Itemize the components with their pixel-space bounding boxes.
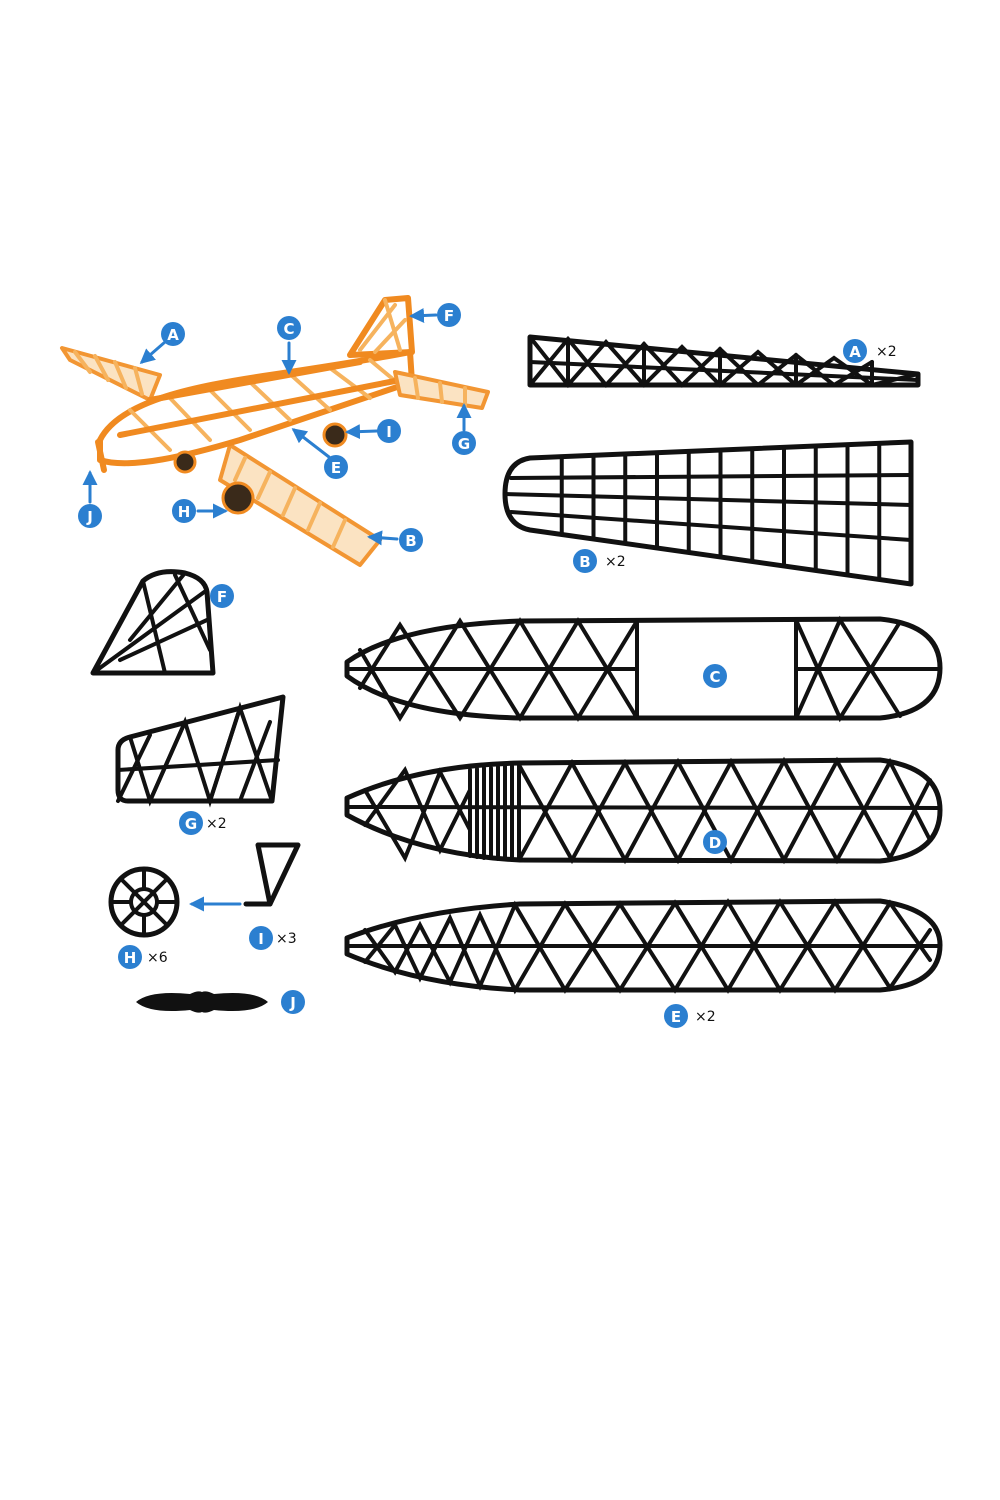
model-propeller bbox=[95, 439, 107, 473]
part-J-label: J bbox=[281, 990, 305, 1014]
part-F-label: F bbox=[210, 584, 234, 608]
svg-text:E: E bbox=[671, 1008, 681, 1026]
model-fuselage bbox=[97, 349, 415, 467]
svg-text:E: E bbox=[331, 459, 341, 477]
model-callout-I: I bbox=[377, 419, 401, 443]
model-callout-F: F bbox=[437, 303, 461, 327]
model-right-wing bbox=[218, 443, 382, 567]
part-D-label: D bbox=[703, 830, 727, 854]
svg-text:B: B bbox=[579, 553, 590, 571]
part-B-label: B ×2 bbox=[573, 549, 626, 573]
svg-text:F: F bbox=[444, 307, 454, 325]
part-F-template bbox=[90, 569, 216, 676]
part-B-template bbox=[502, 439, 914, 587]
svg-text:C: C bbox=[709, 668, 720, 686]
svg-text:×2: ×2 bbox=[206, 816, 227, 832]
svg-text:J: J bbox=[289, 994, 296, 1012]
svg-text:I: I bbox=[386, 423, 392, 441]
assembled-airplane-model bbox=[60, 295, 490, 567]
svg-text:J: J bbox=[86, 508, 93, 526]
svg-text:C: C bbox=[283, 320, 294, 338]
part-I-label: I ×3 bbox=[249, 926, 297, 950]
part-H-label: H ×6 bbox=[118, 945, 168, 969]
model-tail-fin bbox=[347, 295, 415, 358]
svg-text:G: G bbox=[458, 435, 470, 453]
model-tail-stabilizer bbox=[393, 370, 490, 410]
part-E-template bbox=[344, 898, 943, 995]
model-callout-C: C bbox=[277, 316, 301, 340]
svg-text:A: A bbox=[167, 326, 179, 344]
part-G-label: G ×2 bbox=[179, 811, 227, 835]
part-E-label: E ×2 bbox=[664, 1004, 716, 1028]
part-A-template bbox=[527, 334, 921, 389]
svg-text:H: H bbox=[124, 949, 137, 967]
part-H-template bbox=[108, 866, 180, 938]
svg-text:F: F bbox=[217, 588, 227, 606]
model-callout-E: E bbox=[324, 455, 348, 479]
model-callout-B: B bbox=[399, 528, 423, 552]
part-C-label: C bbox=[703, 664, 727, 688]
model-callout-A: A bbox=[161, 322, 185, 346]
svg-text:×3: ×3 bbox=[276, 931, 297, 947]
model-callout-G: G bbox=[452, 431, 476, 455]
part-A-label: A ×2 bbox=[843, 339, 897, 363]
svg-text:B: B bbox=[405, 532, 416, 550]
svg-text:×2: ×2 bbox=[876, 344, 897, 360]
svg-text:×2: ×2 bbox=[605, 554, 626, 570]
model-callout-arrows bbox=[82, 308, 472, 546]
part-J-template bbox=[136, 991, 268, 1013]
svg-text:H: H bbox=[178, 503, 191, 521]
svg-text:D: D bbox=[709, 834, 721, 852]
svg-text:×2: ×2 bbox=[695, 1009, 716, 1025]
svg-text:A: A bbox=[849, 343, 861, 361]
part-G-template bbox=[115, 694, 286, 808]
svg-text:G: G bbox=[185, 815, 197, 833]
svg-text:I: I bbox=[258, 930, 264, 948]
part-C-template bbox=[344, 615, 943, 723]
model-left-wing bbox=[60, 346, 162, 402]
model-callout-J: J bbox=[78, 504, 102, 528]
svg-text:×6: ×6 bbox=[147, 950, 168, 966]
model-callout-H: H bbox=[172, 499, 196, 523]
part-I-template bbox=[243, 842, 301, 907]
part-D-template bbox=[344, 756, 943, 865]
model-wheels bbox=[173, 422, 348, 515]
